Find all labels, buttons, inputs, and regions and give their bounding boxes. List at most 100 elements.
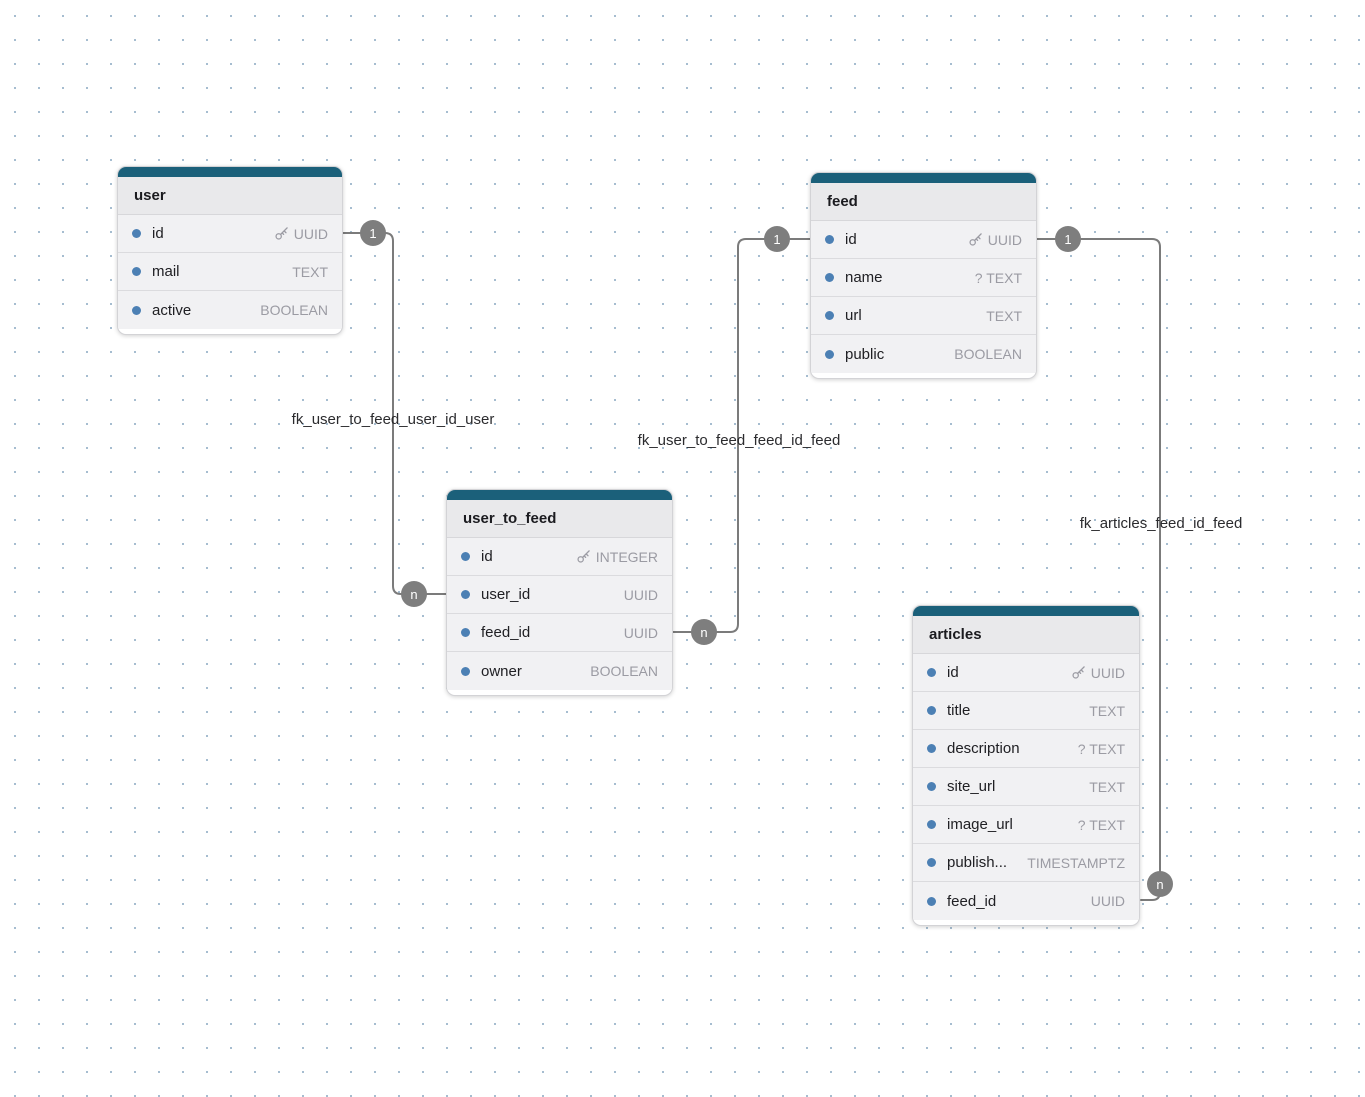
cardinality-badge-one: 1 (764, 226, 790, 252)
field-type: TEXT (1089, 778, 1125, 795)
table-accent-bar (447, 490, 672, 500)
table-user-to-feed[interactable]: user_to_feed id INTEGER user_id UUID fee… (446, 489, 673, 696)
field-type: UUID (968, 232, 1022, 248)
field-dot-icon (132, 267, 141, 276)
field-row-articles-published[interactable]: publish... TIMESTAMPTZ (913, 844, 1139, 882)
relationship-label-fk-user-to-feed-user-id-user: fk_user_to_feed_user_id_user (291, 411, 495, 428)
field-dot-icon (132, 229, 141, 238)
connector-fk-user-to-feed-user-id-user[interactable] (342, 232, 448, 595)
table-articles[interactable]: articles id UUID title TEXT description … (912, 605, 1140, 926)
field-dot-icon (461, 666, 470, 676)
field-dot-icon (927, 782, 936, 791)
field-type: TIMESTAMPTZ (1027, 854, 1125, 871)
field-type: ? TEXT (974, 269, 1022, 286)
field-name: id (845, 231, 857, 248)
field-name: description (947, 740, 1020, 757)
field-name: title (947, 702, 971, 719)
field-name: owner (481, 662, 522, 680)
field-name: id (152, 225, 164, 242)
field-name: name (845, 269, 883, 286)
table-header-feed[interactable]: feed (811, 183, 1036, 221)
field-row-user-to-feed-owner[interactable]: owner BOOLEAN (447, 652, 672, 690)
field-type: UUID (623, 624, 658, 641)
field-name: active (152, 301, 192, 319)
field-type: BOOLEAN (590, 663, 658, 679)
field-type: UUID (274, 226, 328, 242)
table-accent-bar (811, 173, 1036, 183)
relationship-label-fk-articles-feed-id-feed: fk_articles_feed_id_feed (1079, 515, 1243, 532)
table-header-user[interactable]: user (118, 177, 342, 215)
table-title: articles (929, 626, 982, 643)
field-type: UUID (1071, 665, 1125, 681)
field-dot-icon (825, 273, 834, 282)
key-icon (275, 227, 288, 240)
field-dot-icon (825, 349, 834, 359)
field-row-articles-id[interactable]: id UUID (913, 654, 1139, 692)
field-name: url (845, 307, 862, 324)
field-name: image_url (947, 816, 1013, 833)
field-name: mail (152, 263, 180, 280)
table-title: user_to_feed (463, 510, 557, 527)
field-type: BOOLEAN (260, 302, 328, 318)
key-icon (1072, 666, 1085, 679)
field-type: ? TEXT (1077, 816, 1125, 833)
table-header-articles[interactable]: articles (913, 616, 1139, 654)
field-dot-icon (461, 590, 470, 599)
table-title: user (134, 187, 166, 204)
field-row-articles-image-url[interactable]: image_url ? TEXT (913, 806, 1139, 844)
field-type: TEXT (986, 307, 1022, 324)
field-row-feed-url[interactable]: url TEXT (811, 297, 1036, 335)
field-type: UUID (1090, 893, 1125, 909)
field-dot-icon (461, 552, 470, 561)
field-dot-icon (927, 896, 936, 906)
field-type: TEXT (1089, 702, 1125, 719)
field-dot-icon (927, 820, 936, 829)
field-row-articles-description[interactable]: description ? TEXT (913, 730, 1139, 768)
table-title: feed (827, 193, 858, 210)
field-dot-icon (132, 305, 141, 315)
table-header-user-to-feed[interactable]: user_to_feed (447, 500, 672, 538)
connector-fk-articles-feed-id-feed[interactable] (1035, 238, 1161, 901)
cardinality-badge-one: 1 (1055, 226, 1081, 252)
field-dot-icon (927, 744, 936, 753)
table-feed[interactable]: feed id UUID name ? TEXT url TEXT public… (810, 172, 1037, 379)
field-name: site_url (947, 778, 996, 795)
field-row-user-to-feed-feed-id[interactable]: feed_id UUID (447, 614, 672, 652)
field-name: publish... (947, 854, 1008, 871)
table-accent-bar (913, 606, 1139, 616)
table-user[interactable]: user id UUID mail TEXT active BOOLEAN (117, 166, 343, 335)
cardinality-badge-many: n (401, 581, 427, 607)
field-type: INTEGER (576, 549, 658, 565)
field-name: id (947, 664, 959, 681)
relationship-label-fk-user-to-feed-feed-id-feed: fk_user_to_feed_feed_id_feed (637, 432, 841, 449)
connector-fk-user-to-feed-feed-id-feed[interactable] (671, 238, 812, 633)
field-row-user-active[interactable]: active BOOLEAN (118, 291, 342, 329)
field-type: UUID (623, 586, 658, 603)
field-row-user-to-feed-id[interactable]: id INTEGER (447, 538, 672, 576)
field-dot-icon (825, 311, 834, 320)
field-row-articles-title[interactable]: title TEXT (913, 692, 1139, 730)
field-dot-icon (461, 628, 470, 637)
cardinality-badge-many: n (691, 619, 717, 645)
field-row-feed-public[interactable]: public BOOLEAN (811, 335, 1036, 373)
field-row-feed-name[interactable]: name ? TEXT (811, 259, 1036, 297)
field-type: BOOLEAN (954, 346, 1022, 362)
field-type: TEXT (292, 263, 328, 280)
cardinality-badge-many: n (1147, 871, 1173, 897)
field-name: id (481, 548, 493, 565)
field-row-user-id[interactable]: id UUID (118, 215, 342, 253)
table-accent-bar (118, 167, 342, 177)
field-row-feed-id[interactable]: id UUID (811, 221, 1036, 259)
field-name: feed_id (947, 892, 997, 910)
field-dot-icon (927, 858, 936, 867)
field-dot-icon (927, 668, 936, 677)
field-dot-icon (927, 706, 936, 715)
field-row-user-to-feed-user-id[interactable]: user_id UUID (447, 576, 672, 614)
field-name: public (845, 345, 885, 363)
field-row-user-mail[interactable]: mail TEXT (118, 253, 342, 291)
field-name: feed_id (481, 624, 531, 641)
field-row-articles-site-url[interactable]: site_url TEXT (913, 768, 1139, 806)
field-row-articles-feed-id[interactable]: feed_id UUID (913, 882, 1139, 920)
field-dot-icon (825, 235, 834, 244)
